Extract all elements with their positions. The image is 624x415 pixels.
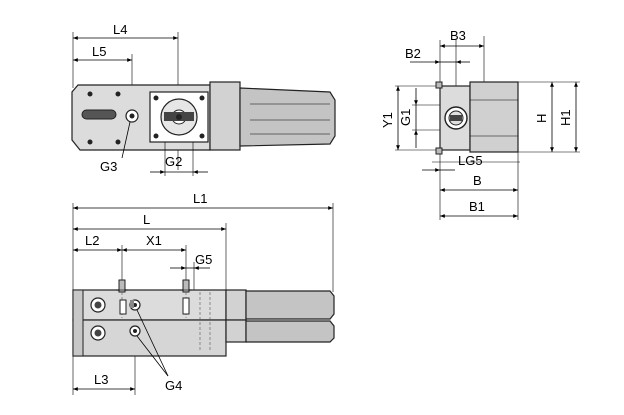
label-g4: G4 [165, 378, 182, 393]
label-b2: B2 [405, 46, 421, 61]
label-l: L [143, 212, 150, 227]
top-view-flange [209, 81, 241, 151]
front-view-upper-cylinder [245, 290, 335, 320]
label-g2: G2 [165, 154, 182, 169]
side-view: B3 B2 Y1 G1 H H1 LG5 B B1 [380, 28, 580, 220]
label-l2: L2 [85, 233, 99, 248]
top-view: L4 L5 G3 G2 [71, 22, 336, 176]
label-h: H [534, 114, 549, 123]
label-g1: G1 [398, 109, 413, 126]
label-lg5: LG5 [458, 153, 483, 168]
label-g3: G3 [100, 159, 117, 174]
label-l3: L3 [94, 372, 108, 387]
side-view-body-right [469, 81, 519, 153]
label-l5: L5 [92, 44, 106, 59]
label-h1: H1 [558, 109, 573, 126]
label-g5: G5 [195, 252, 212, 267]
front-view: L1 L L2 X1 G5 L3 G4 [72, 191, 335, 395]
label-b1: B1 [469, 199, 485, 214]
label-l4: L4 [113, 22, 127, 37]
top-view-slot [81, 109, 117, 120]
label-b: B [473, 173, 482, 188]
label-b3: B3 [450, 28, 466, 43]
top-view-cylinder [239, 87, 336, 147]
label-y1: Y1 [380, 112, 395, 128]
front-view-lower-cylinder [245, 320, 335, 343]
label-x1: X1 [146, 233, 162, 248]
label-l1: L1 [193, 191, 207, 206]
